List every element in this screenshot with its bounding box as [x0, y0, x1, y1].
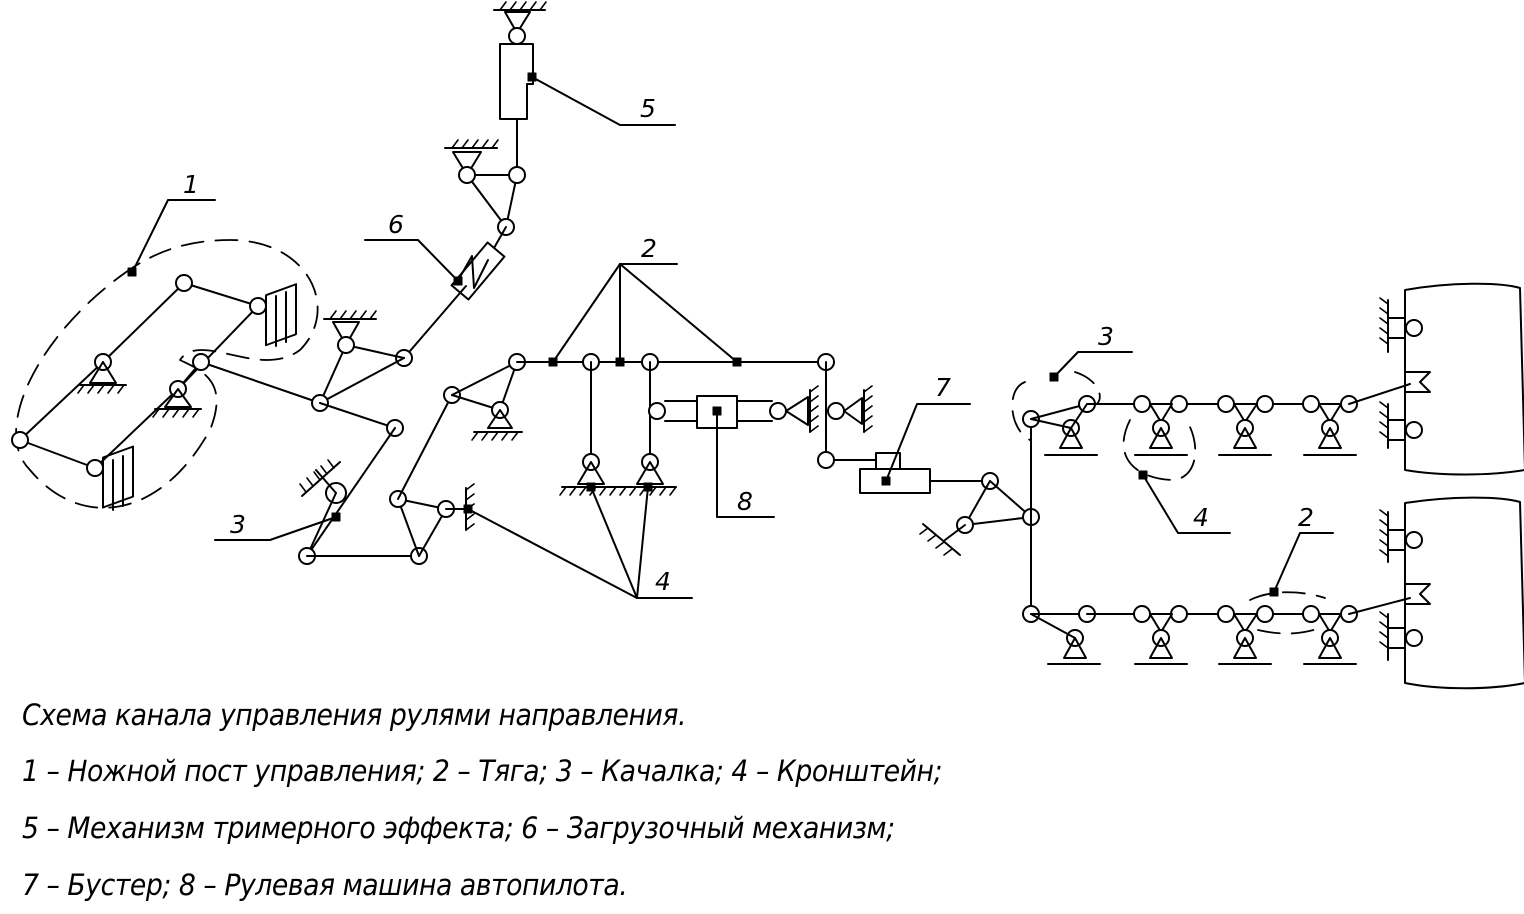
- rudder-chains: [1011, 371, 1411, 665]
- diagram-title: Схема канала управления рулями направлен…: [22, 698, 686, 732]
- callout-4a: 4: [655, 567, 671, 596]
- trim-and-load-mechanisms: [311, 1, 547, 412]
- pedal-station-outline: [15, 239, 319, 509]
- callout-3a: 3: [230, 510, 246, 539]
- legend-line-3: 7 – Бустер; 8 – Рулевая машина автопилот…: [22, 868, 628, 902]
- trim-mechanism-body: [499, 43, 534, 120]
- callout-4b: 4: [1193, 503, 1209, 532]
- pedal-station: [11, 239, 321, 511]
- callout-5: 5: [640, 94, 656, 123]
- pedal-pad-upper: [265, 283, 297, 347]
- load-mechanism: [450, 241, 506, 301]
- callout-2a: 2: [641, 234, 657, 263]
- left-rockers: [298, 353, 526, 565]
- callout-3b: 3: [1098, 322, 1114, 351]
- booster-body: [859, 468, 931, 494]
- callouts: 1 5 6 2 3 4 8 7: [127, 72, 1334, 599]
- legend-line-2: 5 – Механизм тримерного эффекта; 6 – Заг…: [22, 811, 895, 845]
- callout-6: 6: [388, 210, 404, 239]
- lower-chain-supports: [1133, 605, 1358, 665]
- lower-rudder: [1379, 496, 1524, 690]
- central-rods: [516, 353, 877, 496]
- legend-line-1: 1 – Ножной пост управления; 2 – Тяга; 3 …: [22, 754, 943, 788]
- booster: [859, 452, 1040, 556]
- control-channel-diagram: 1 5 6 2 3 4 8 7: [11, 1, 1524, 690]
- upper-chain-supports: [1133, 395, 1358, 456]
- upper-rudder: [1379, 282, 1524, 476]
- pedal-pad-lower: [102, 445, 134, 509]
- callout-1: 1: [183, 170, 199, 199]
- callout-7: 7: [935, 373, 951, 402]
- callout-2b: 2: [1298, 503, 1314, 532]
- callout-8: 8: [737, 487, 753, 516]
